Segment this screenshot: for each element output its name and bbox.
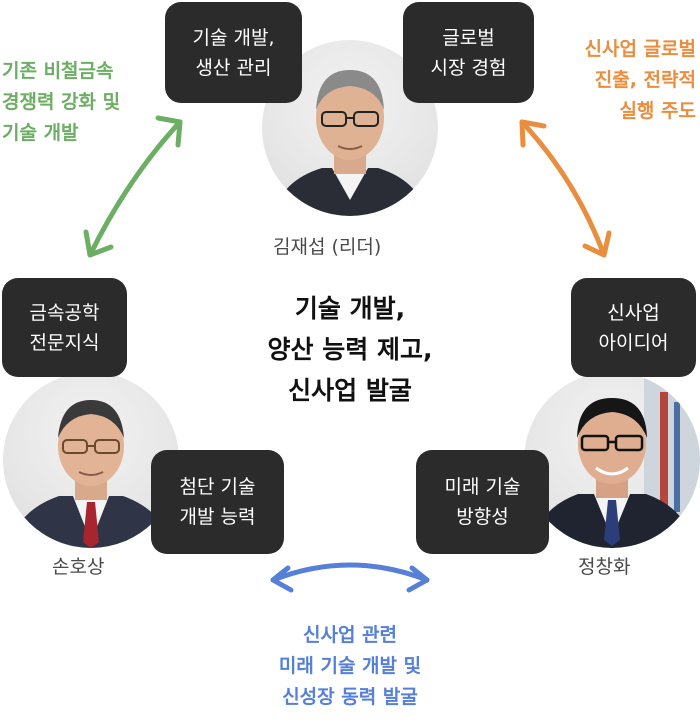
person-name-kim: 김재섭 (리더) xyxy=(273,236,382,258)
relation-note-green: 기존 비철금속 경쟁력 강화 및 기술 개발 xyxy=(2,60,121,144)
person-photo-son xyxy=(3,372,179,548)
relation-note-blue: 신사업 관련 미래 기술 개발 및 신성장 동력 발굴 xyxy=(278,624,422,708)
relation-note-orange: 신사업 글로벌 진출, 전략적 실행 주도 xyxy=(584,38,697,122)
person-name-son: 손호상 xyxy=(52,556,105,578)
blue-double-arrow xyxy=(270,562,430,593)
badge-tech-production: 기술 개발,생산 관리 xyxy=(165,2,302,103)
person-name-jung: 정창화 xyxy=(578,556,631,578)
orange-double-arrow xyxy=(519,119,612,258)
center-summary: 기술 개발, 양산 능력 제고, 신사업 발굴 xyxy=(267,294,433,405)
green-double-arrow xyxy=(83,115,183,258)
